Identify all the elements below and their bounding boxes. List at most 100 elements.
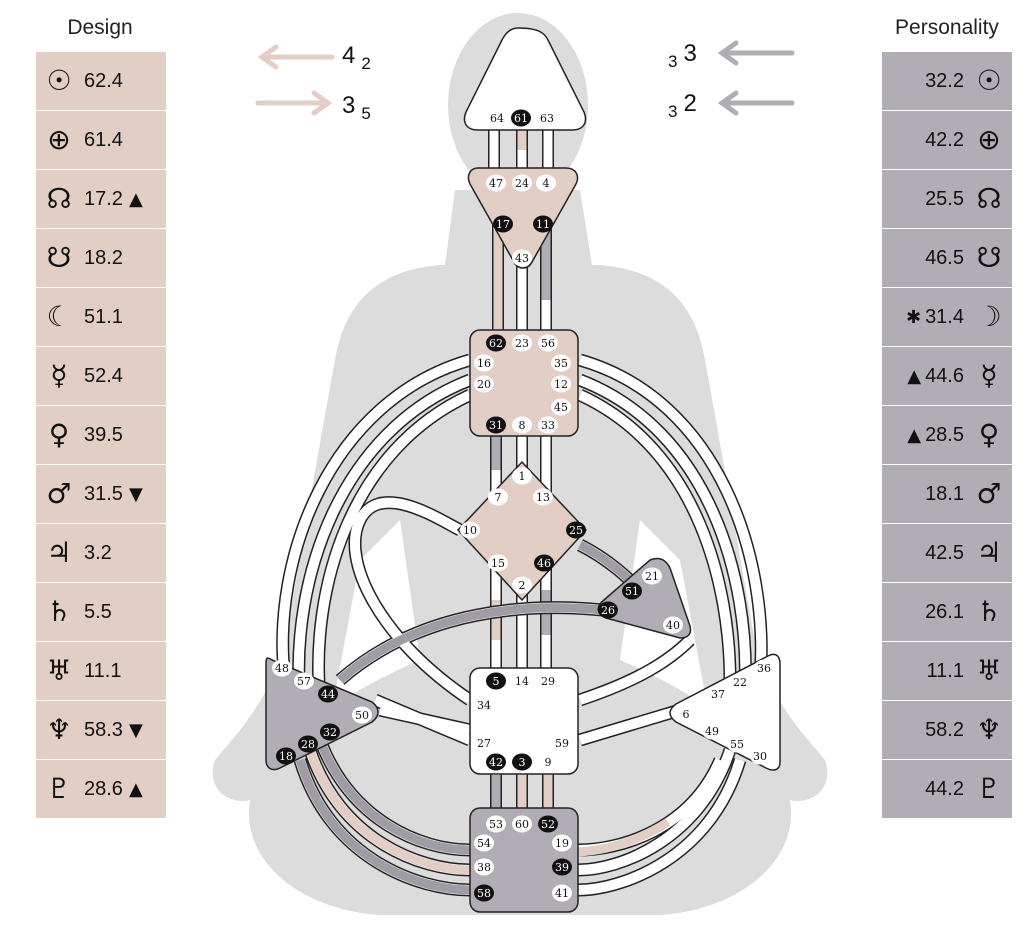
gate-circle xyxy=(276,747,296,765)
gate-number: 38 xyxy=(477,861,491,874)
gate-number: 41 xyxy=(555,887,569,900)
gate-32: 32 xyxy=(320,723,340,741)
venus-icon: ♀ xyxy=(978,418,1000,451)
fixing-mark: ▼ xyxy=(128,483,143,505)
gate-circle xyxy=(533,215,553,233)
gate-number: 55 xyxy=(730,738,744,751)
gate-number: 6 xyxy=(683,708,690,721)
design-column-title: Design xyxy=(67,16,133,39)
gate-circle xyxy=(537,109,557,127)
gate-7: 7 xyxy=(488,488,508,506)
gate-circle xyxy=(318,685,338,703)
planet-value: 52.4 xyxy=(84,364,123,387)
gate-circle xyxy=(533,488,553,506)
gate-number: 34 xyxy=(477,699,491,712)
personality-row-earth: 42.2⊕ xyxy=(882,111,1012,170)
sun-icon: ☉ xyxy=(976,64,1002,97)
gate-circle xyxy=(512,467,532,485)
gate-circle xyxy=(512,416,532,434)
gate-52: 52 xyxy=(538,815,558,833)
design-row-moon: ☾ 51.1 xyxy=(36,288,166,347)
gate-33: 33 xyxy=(538,416,558,434)
gate-circle xyxy=(474,834,494,852)
planet-value: 18.1 xyxy=(925,482,964,505)
gate-number: 22 xyxy=(733,676,747,689)
gate-number: 59 xyxy=(555,737,569,750)
throat-center xyxy=(469,329,579,437)
planet-value: 51.1 xyxy=(84,305,123,328)
gate-number: 63 xyxy=(540,112,554,125)
gate-28: 28 xyxy=(298,735,318,753)
gate-circle xyxy=(538,334,558,352)
gate-circle xyxy=(460,521,480,539)
design-row-neptune: ♆58.3▼ xyxy=(36,701,166,760)
gate-12: 12 xyxy=(551,375,571,393)
personality-row-neptune: 58.2♆ xyxy=(882,701,1012,760)
gate-circle xyxy=(487,109,507,127)
gate-number: 13 xyxy=(536,491,550,504)
gate-circle xyxy=(486,815,506,833)
gate-circle xyxy=(622,582,642,600)
gate-number: 9 xyxy=(545,756,552,769)
gate-number: 25 xyxy=(569,524,583,537)
solar-plexus-center xyxy=(669,653,781,771)
gate-number: 48 xyxy=(275,662,289,675)
gate-2: 2 xyxy=(512,576,532,594)
gate-circle xyxy=(512,249,532,267)
planet-value: 31.4 xyxy=(925,305,964,328)
gate-41: 41 xyxy=(552,884,572,902)
gate-circle xyxy=(730,673,750,691)
gate-circle xyxy=(552,834,572,852)
gate-60: 60 xyxy=(512,815,532,833)
gate-number: 2 xyxy=(519,579,526,592)
north-node-icon: ☊ xyxy=(46,182,72,215)
gate-number: 16 xyxy=(477,357,491,370)
fixing-mark: ▲ xyxy=(907,424,922,446)
gate-24: 24 xyxy=(512,174,532,192)
gate-number: 29 xyxy=(541,675,555,688)
gate-number: 62 xyxy=(489,337,503,350)
gate-circle xyxy=(512,334,532,352)
personality-row-jupiter: 42.5♃ xyxy=(882,524,1012,583)
gate-number: 58 xyxy=(477,887,491,900)
gate-59: 59 xyxy=(552,734,572,752)
gate-11: 11 xyxy=(533,215,553,233)
sacral-center xyxy=(469,667,579,775)
pluto-icon: ♇ xyxy=(46,772,72,805)
planet-value: 44.6 xyxy=(925,364,964,387)
gate-48: 48 xyxy=(272,659,292,677)
gate-circle xyxy=(320,723,340,741)
gate-number: 8 xyxy=(519,419,526,432)
personality-row-sun: 32.2☉ xyxy=(882,52,1012,111)
planet-value: 58.3 xyxy=(84,718,123,741)
moon-icon: ☾ xyxy=(46,300,72,333)
neptune-icon: ♆ xyxy=(976,713,1002,746)
uranus-icon: ♅ xyxy=(46,654,72,687)
spleen-center xyxy=(265,657,379,771)
gate-number: 51 xyxy=(625,585,639,598)
gate-53: 53 xyxy=(486,815,506,833)
gate-27: 27 xyxy=(474,734,494,752)
gate-number: 57 xyxy=(297,675,311,688)
fixing-mark: ✱ xyxy=(905,306,922,328)
gate-circle xyxy=(702,722,722,740)
gate-number: 14 xyxy=(515,675,529,688)
personality-row-mercury: ▲44.6☿ xyxy=(882,347,1012,406)
fixing-mark: ▼ xyxy=(128,719,143,741)
gate-circle xyxy=(474,354,494,372)
personality-row-uranus: 11.1♅ xyxy=(882,642,1012,701)
design-row-north-node: ☊17.2▲ xyxy=(36,170,166,229)
gate-circle xyxy=(512,753,532,771)
personality-row-moon: ✱31.4☽ xyxy=(882,288,1012,347)
planet-value: 18.2 xyxy=(84,246,123,269)
venus-icon: ♀ xyxy=(48,418,70,451)
planet-value: 5.5 xyxy=(84,600,112,623)
gate-number: 45 xyxy=(554,401,568,414)
earth-icon: ⊕ xyxy=(977,123,1001,156)
design-row-south-node: ☋18.2 xyxy=(36,229,166,288)
planet-value: 44.2 xyxy=(925,777,964,800)
gate-circle xyxy=(488,554,508,572)
gate-circle xyxy=(538,672,558,690)
